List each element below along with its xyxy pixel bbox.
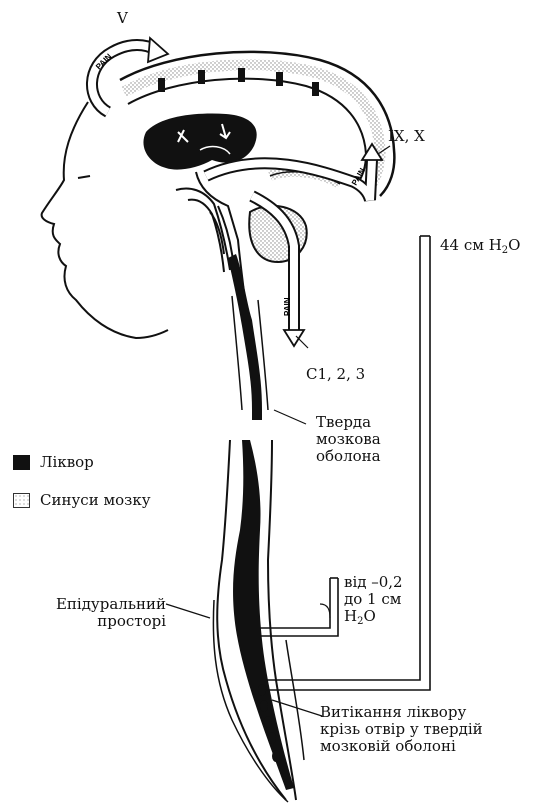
nerve-v-label: V [117, 10, 128, 27]
pressure-low-label: від –0,2 до 1 см H2O [344, 574, 403, 625]
dura-label: Тверда мозкова оболона [316, 414, 381, 465]
pressure-low-line2: до 1 см [344, 591, 403, 608]
epidural-line2: просторі [20, 613, 166, 630]
legend-csf-swatch [13, 455, 30, 470]
pressure-low-h: H [344, 607, 357, 625]
leak-line1: Витікання ліквору [320, 704, 483, 721]
leak-line2: крізь отвір у твердій [320, 721, 483, 738]
dura-line3: оболона [316, 448, 381, 465]
pressure-low-line3: H2O [344, 608, 403, 625]
pressure-low-line1: від –0,2 [344, 574, 403, 591]
legend-csf-label: Ліквор [40, 454, 94, 471]
arteries [176, 189, 234, 272]
dura-line2: мозкова [316, 431, 381, 448]
spinal-csf [228, 254, 262, 420]
pain-text-c: PAIN [283, 297, 292, 316]
leak-label: Витікання ліквору крізь отвір у твердій … [320, 704, 483, 755]
leak-line3: мозковій оболоні [320, 738, 483, 755]
legend-sinus-label: Синуси мозку [40, 492, 151, 509]
pressure-high-value: 44 см H [440, 236, 502, 254]
nerve-c-label: C1, 2, 3 [306, 366, 365, 383]
dura-line1: Тверда [316, 414, 381, 431]
pressure-high-unit: O [508, 236, 520, 254]
nerve-ix-x-label: IX, X [388, 128, 425, 145]
epidural-line1: Епідуральний [20, 596, 166, 613]
pressure-high-label: 44 см H2O [440, 237, 520, 254]
eye-mark [78, 176, 90, 178]
epidural-label: Епідуральний просторі [20, 596, 166, 630]
pressure-low-o: O [363, 607, 375, 625]
legend-sinus-swatch [13, 493, 30, 508]
